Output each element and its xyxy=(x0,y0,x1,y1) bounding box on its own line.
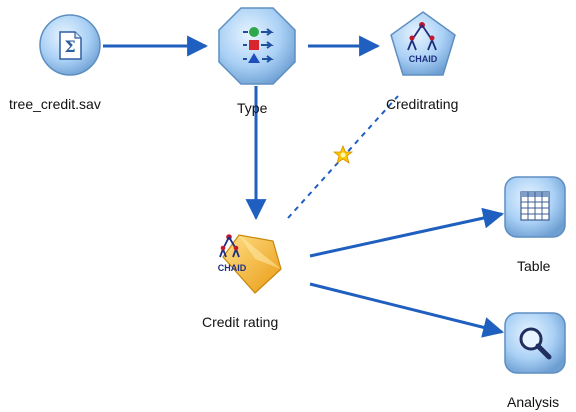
model-nugget-node[interactable]: CHAID xyxy=(218,234,282,294)
chaid-icon-text: CHAID xyxy=(409,54,438,64)
link-nugget-to-table[interactable] xyxy=(309,207,505,258)
type-fields-icon xyxy=(243,27,274,63)
svg-text:Σ: Σ xyxy=(64,37,75,56)
type-node[interactable] xyxy=(218,7,296,85)
connections xyxy=(103,35,505,338)
chaid-tree-icon xyxy=(407,22,437,51)
database-file-icon: Σ xyxy=(59,31,82,60)
nugget-icon-text: CHAID xyxy=(218,263,247,273)
table-node[interactable] xyxy=(504,176,566,238)
nugget-node-label: Credit rating xyxy=(202,314,279,330)
source-node-label: tree_credit.sav xyxy=(9,96,101,112)
table-node-label: Table xyxy=(517,258,551,274)
chaid-node[interactable]: CHAID xyxy=(390,11,456,76)
analysis-node-label: Analysis xyxy=(507,394,560,410)
table-icon xyxy=(520,191,550,221)
link-nugget-to-analysis[interactable] xyxy=(309,282,505,338)
type-node-label: Type xyxy=(237,100,268,116)
spark-icon xyxy=(332,144,354,164)
magnifier-icon xyxy=(519,327,552,360)
source-node[interactable]: Σ xyxy=(39,14,101,76)
analysis-node[interactable] xyxy=(504,312,566,374)
model-nugget-icon xyxy=(219,234,240,258)
chaid-node-label: Creditrating xyxy=(386,96,459,112)
